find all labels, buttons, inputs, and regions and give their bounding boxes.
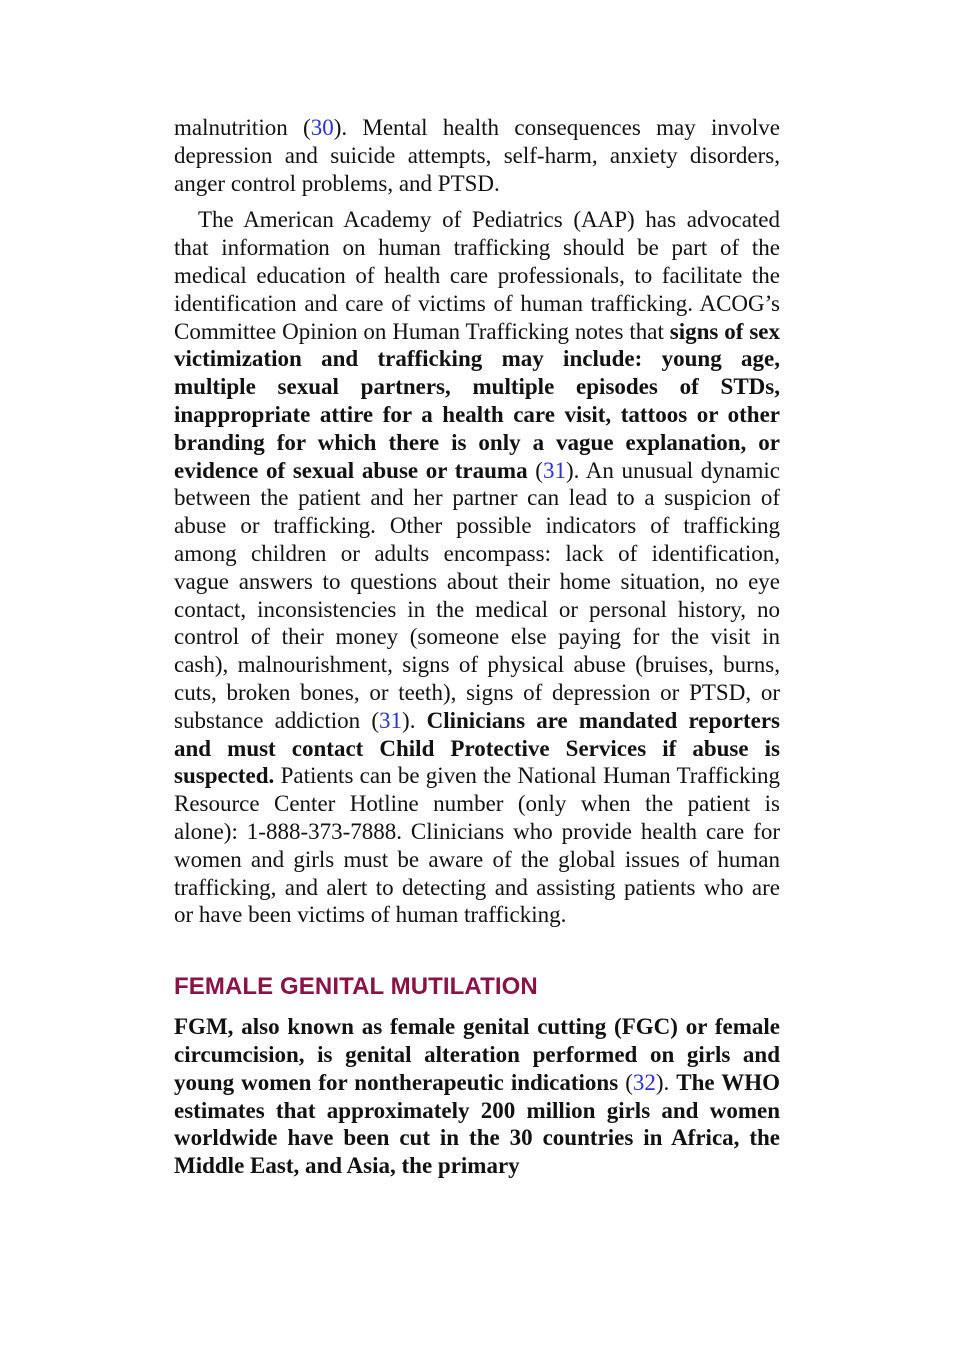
reference-link-31-second[interactable]: 31 bbox=[379, 707, 403, 733]
text-run: Patients can be given the National Human… bbox=[174, 763, 780, 928]
text-run: ( bbox=[527, 457, 543, 483]
text-run: The American Academy of Pediatrics (AAP)… bbox=[174, 207, 780, 344]
bold-text-mandated-reporters: Clinicians are mandated reporters and mu… bbox=[174, 707, 780, 789]
text-run: ( bbox=[618, 1069, 633, 1095]
reference-link-30[interactable]: 30 bbox=[310, 115, 334, 140]
text-run: ). bbox=[402, 707, 427, 733]
section-heading-fgm: FEMALE GENITAL MUTILATION bbox=[174, 973, 538, 1001]
paragraph-fgm: FGM, also known as female genital cuttin… bbox=[174, 1013, 780, 1180]
bold-text-fgm-definition: FGM, also known as female genital cuttin… bbox=[174, 1014, 780, 1095]
bold-text-signs-of-trafficking: signs of sex victimization and trafficki… bbox=[174, 318, 780, 483]
text-run: ). An unusual dynamic between the patien… bbox=[174, 457, 780, 733]
paragraph-human-trafficking: The American Academy of Pediatrics (AAP)… bbox=[174, 206, 780, 929]
page-body: malnutrition (30). Mental health consequ… bbox=[174, 114, 780, 1180]
reference-link-31[interactable]: 31 bbox=[542, 457, 566, 483]
paragraph-mental-health: malnutrition (30). Mental health consequ… bbox=[174, 114, 780, 197]
text-run: ). bbox=[655, 1069, 677, 1095]
reference-link-32[interactable]: 32 bbox=[632, 1069, 656, 1095]
text-run: malnutrition ( bbox=[174, 115, 311, 140]
bold-text-who-estimate: The WHO estimates that approximately 200… bbox=[174, 1069, 780, 1179]
text-run: ). Mental health consequences may involv… bbox=[174, 115, 780, 196]
